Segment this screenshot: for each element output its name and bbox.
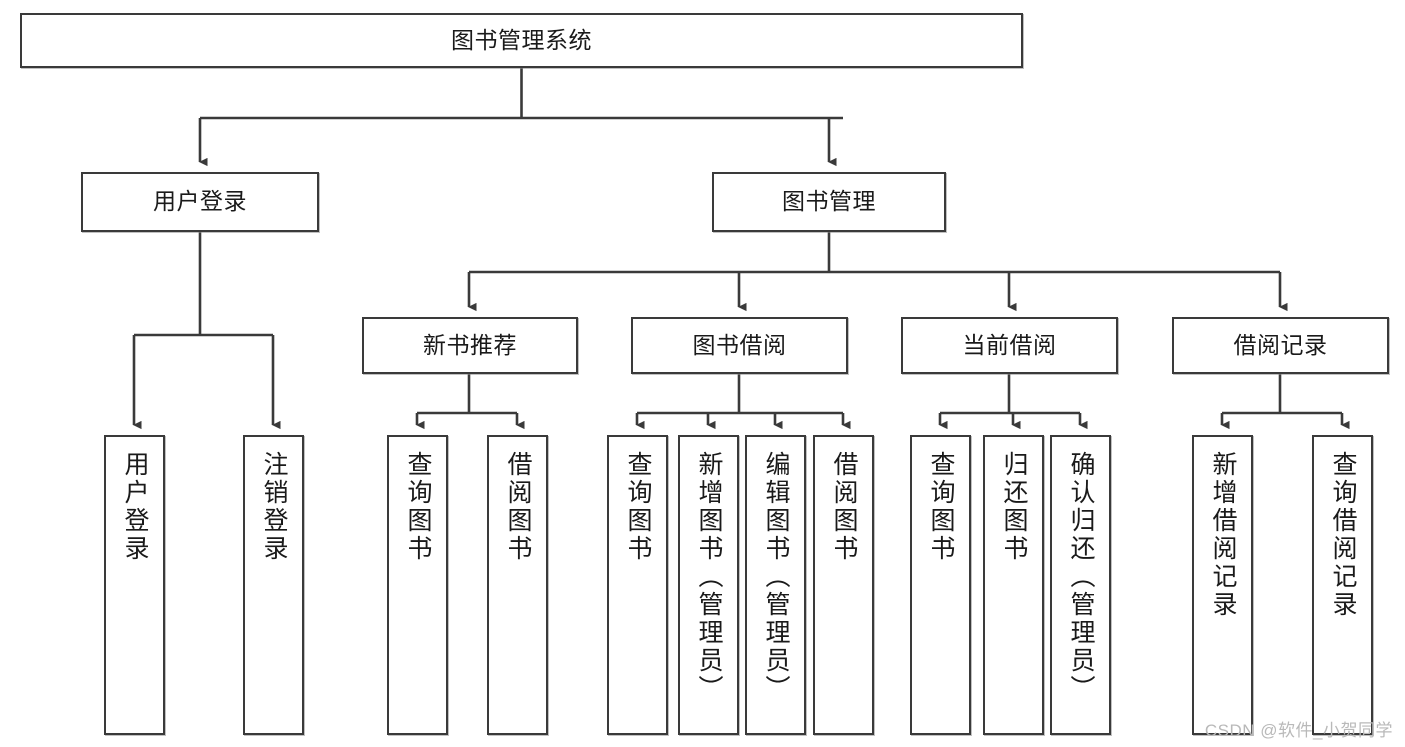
node-new-book-recommend-label: 新书推荐 [423,331,517,358]
node-leaf-add-record[interactable]: 新增借阅记录 [1192,435,1253,735]
node-borrow-record[interactable]: 借阅记录 [1172,317,1389,374]
node-user-login-label: 用户登录 [153,188,247,215]
node-current-borrow[interactable]: 当前借阅 [901,317,1118,374]
node-leaf-borrow-book-2-label: 借阅图书 [830,451,858,563]
node-leaf-logout-label: 注销登录 [260,451,288,563]
node-leaf-return-book[interactable]: 归还图书 [983,435,1044,735]
node-leaf-query-book-1-label: 查询图书 [404,451,432,563]
node-user-login[interactable]: 用户登录 [81,172,319,232]
node-leaf-logout[interactable]: 注销登录 [243,435,304,735]
node-leaf-borrow-book-2[interactable]: 借阅图书 [813,435,874,735]
node-leaf-borrow-book-1[interactable]: 借阅图书 [487,435,548,735]
node-leaf-query-book-3[interactable]: 查询图书 [910,435,971,735]
node-leaf-edit-book-label: 编辑图书（管理员） [762,451,790,703]
node-leaf-user-login-label: 用户登录 [121,451,149,563]
csdn-watermark: CSDN @软件_小贺同学 [1204,721,1393,740]
node-leaf-query-record-label: 查询借阅记录 [1329,451,1357,619]
node-book-manage[interactable]: 图书管理 [712,172,946,232]
node-leaf-add-book-label: 新增图书（管理员） [695,451,723,703]
node-leaf-edit-book[interactable]: 编辑图书（管理员） [745,435,806,735]
node-leaf-query-book-3-label: 查询图书 [927,451,955,563]
node-book-borrow-label: 图书借阅 [692,331,787,358]
node-leaf-confirm-return[interactable]: 确认归还（管理员） [1050,435,1111,735]
node-leaf-query-book-2-label: 查询图书 [624,451,652,563]
node-leaf-user-login[interactable]: 用户登录 [104,435,165,735]
node-borrow-record-label: 借阅记录 [1233,331,1328,358]
node-leaf-confirm-return-label: 确认归还（管理员） [1067,451,1095,703]
node-book-manage-label: 图书管理 [782,188,876,215]
node-leaf-add-record-label: 新增借阅记录 [1209,451,1237,619]
node-book-borrow[interactable]: 图书借阅 [631,317,848,374]
node-new-book-recommend[interactable]: 新书推荐 [362,317,578,374]
node-leaf-query-book-2[interactable]: 查询图书 [607,435,668,735]
node-leaf-query-record[interactable]: 查询借阅记录 [1312,435,1373,735]
node-current-borrow-label: 当前借阅 [962,331,1057,358]
node-leaf-return-book-label: 归还图书 [1000,451,1028,563]
node-leaf-add-book[interactable]: 新增图书（管理员） [678,435,739,735]
node-leaf-borrow-book-1-label: 借阅图书 [504,451,532,563]
node-root[interactable]: 图书管理系统 [20,13,1023,68]
node-leaf-query-book-1[interactable]: 查询图书 [387,435,448,735]
node-root-label: 图书管理系统 [451,26,592,53]
